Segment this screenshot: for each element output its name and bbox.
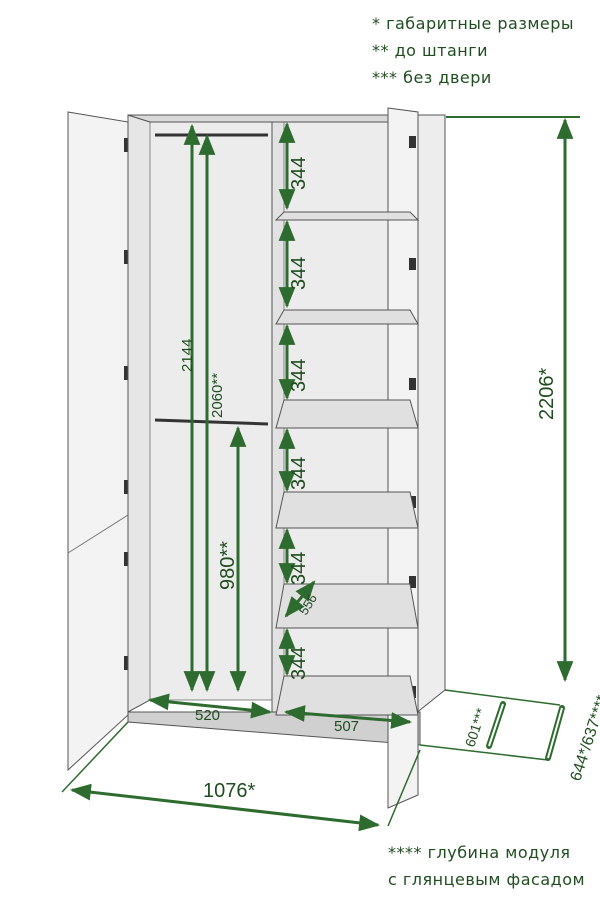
hinge-icon	[409, 136, 416, 148]
cabinet-side-left	[127, 114, 151, 713]
left-door	[67, 111, 129, 772]
shelf	[274, 211, 420, 221]
label-total-width: 1076*	[203, 780, 255, 802]
cabinet-top	[127, 114, 422, 123]
label-shelf-spacing: 344	[288, 457, 310, 490]
label-shelf-spacing: 344	[288, 647, 310, 680]
label-height-to-rod: 2060**	[209, 373, 226, 418]
note-gloss-facade: с глянцевым фасадом	[388, 870, 586, 889]
shelf	[275, 399, 419, 429]
label-shelf-spacing: 344	[288, 552, 310, 585]
hinge-icon	[409, 378, 416, 390]
shelf	[275, 309, 419, 325]
label-left-width: 520	[195, 707, 220, 724]
dim-line-total-width	[69, 783, 381, 832]
right-door	[387, 107, 419, 809]
width-extension-line	[387, 749, 421, 827]
dim-line-right-width	[283, 705, 413, 729]
label-inner-height: 2144	[179, 339, 196, 372]
hinge-icon	[409, 258, 416, 270]
label-lower-rod: 980**	[217, 541, 239, 590]
depth-extension-line	[419, 744, 549, 761]
shelf	[275, 491, 419, 529]
door-panel-seam	[67, 514, 129, 554]
depth-extension-line	[444, 689, 561, 706]
dim-line-left-width	[147, 693, 273, 719]
note-overall: * габаритные размеры	[372, 14, 575, 33]
note-rod: ** до штанги	[372, 41, 489, 60]
note-no-door: *** без двери	[372, 68, 492, 87]
cabinet-plinth	[127, 711, 421, 746]
note-module-depth: **** глубина модуля	[388, 843, 571, 862]
label-shelf-spacing: 344	[288, 157, 310, 190]
label-shelf-spacing: 344	[288, 359, 310, 392]
shelf	[275, 675, 419, 716]
label-shelf-spacing: 344	[288, 257, 310, 290]
label-depth-total: 644*/637****	[568, 693, 600, 783]
label-depth-no-door: 601***	[462, 706, 490, 749]
width-extension-line	[61, 721, 129, 793]
dim-line-shelf-depth	[284, 580, 316, 618]
label-right-width: 507	[334, 718, 359, 735]
label-total-height: 2206*	[536, 368, 558, 420]
hinge-icon	[409, 576, 416, 588]
